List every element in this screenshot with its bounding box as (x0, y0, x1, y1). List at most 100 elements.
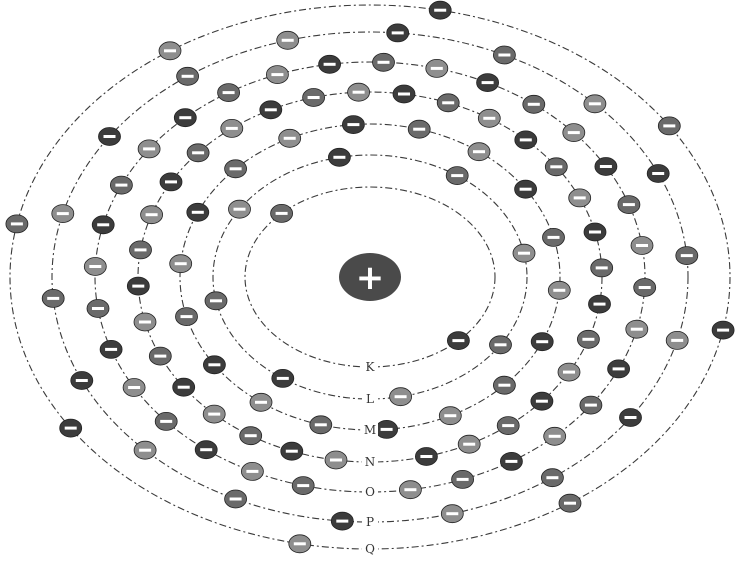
minus-sign-icon (463, 443, 475, 446)
electron-L-3 (272, 369, 294, 387)
minus-sign-icon (255, 401, 267, 404)
minus-sign-icon (546, 476, 558, 479)
electron-O-30 (595, 158, 617, 176)
electron-N-12 (203, 405, 225, 423)
minus-sign-icon (294, 542, 306, 545)
minus-sign-icon (76, 379, 88, 382)
electron-O-8 (399, 481, 421, 499)
minus-sign-icon (57, 212, 69, 215)
electron-N-28 (515, 131, 537, 149)
electron-Q-7 (429, 1, 451, 19)
electron-O-6 (500, 452, 522, 470)
electron-M-2 (531, 333, 553, 351)
minus-sign-icon (179, 116, 191, 119)
electron-P-18 (676, 247, 698, 265)
electron-O-11 (241, 462, 263, 480)
electron-O-3 (608, 360, 630, 378)
electron-N-5 (497, 417, 519, 435)
minus-sign-icon (520, 138, 532, 141)
electron-Q-4 (60, 419, 82, 437)
electron-Q-3 (289, 535, 311, 553)
electron-O-2 (626, 320, 648, 338)
electron-N-18 (141, 206, 163, 224)
electron-N-29 (545, 158, 567, 176)
electron-Q-5 (6, 215, 28, 233)
shell-label-P: P (366, 515, 374, 529)
electron-O-21 (174, 109, 196, 127)
minus-sign-icon (502, 424, 514, 427)
minus-sign-icon (623, 203, 635, 206)
minus-sign-icon (200, 448, 212, 451)
minus-sign-icon (192, 151, 204, 154)
electron-O-29 (563, 124, 585, 142)
minus-sign-icon (333, 156, 345, 159)
electron-P-12 (177, 67, 199, 85)
minus-sign-icon (115, 184, 127, 187)
electron-O-15 (100, 340, 122, 358)
electron-N-7 (415, 448, 437, 466)
minus-sign-icon (297, 484, 309, 487)
minus-sign-icon (392, 31, 404, 34)
electron-K-1 (447, 332, 469, 350)
electron-L-5 (229, 200, 251, 218)
minus-sign-icon (395, 395, 407, 398)
minus-sign-icon (135, 248, 147, 251)
minus-sign-icon (65, 427, 77, 430)
electron-M-13 (279, 129, 301, 147)
minus-sign-icon (596, 266, 608, 269)
minus-sign-icon (128, 386, 140, 389)
electron-M-18 (543, 228, 565, 246)
minus-sign-icon (284, 137, 296, 140)
minus-sign-icon (550, 165, 562, 168)
shell-label-O: O (365, 485, 375, 499)
minus-sign-icon (594, 303, 606, 306)
minus-sign-icon (568, 131, 580, 134)
minus-sign-icon (498, 54, 510, 57)
minus-sign-icon (505, 460, 517, 463)
minus-sign-icon (208, 363, 220, 366)
electron-O-19 (110, 176, 132, 194)
electron-N-13 (173, 378, 195, 396)
electron-N-14 (149, 347, 171, 365)
electron-M-9 (176, 308, 198, 326)
electron-M-6 (310, 416, 332, 434)
electron-M-3 (493, 376, 515, 394)
electron-O-5 (544, 427, 566, 445)
electron-O-28 (523, 95, 545, 113)
electron-L-8 (513, 244, 535, 262)
minus-sign-icon (315, 423, 327, 426)
electron-N-32 (591, 259, 613, 277)
minus-sign-icon (495, 343, 507, 346)
minus-sign-icon (246, 470, 258, 473)
minus-sign-icon (286, 450, 298, 453)
minus-sign-icon (282, 39, 294, 42)
electron-O-32 (631, 237, 653, 255)
electron-L-6 (328, 148, 350, 166)
minus-sign-icon (210, 299, 222, 302)
minus-sign-icon (143, 147, 155, 150)
minus-sign-icon (564, 502, 576, 505)
minus-sign-icon (413, 128, 425, 131)
electron-P-13 (277, 31, 299, 49)
minus-sign-icon (671, 339, 683, 342)
minus-sign-icon (582, 338, 594, 341)
electron-O-10 (292, 477, 314, 495)
minus-sign-icon (483, 117, 495, 120)
electron-N-22 (260, 101, 282, 119)
minus-sign-icon (589, 102, 601, 105)
minus-sign-icon (446, 512, 458, 515)
minus-sign-icon (553, 289, 565, 292)
electron-P-16 (584, 95, 606, 113)
electron-N-30 (569, 189, 591, 207)
electron-L-1 (490, 336, 512, 354)
electron-O-4 (580, 396, 602, 414)
minus-sign-icon (265, 108, 277, 111)
minus-sign-icon (536, 340, 548, 343)
electron-O-7 (452, 470, 474, 488)
minus-sign-icon (482, 81, 494, 84)
electron-P-1 (666, 331, 688, 349)
electron-M-16 (468, 143, 490, 161)
minus-sign-icon (600, 165, 612, 168)
electron-M-12 (225, 160, 247, 178)
electron-M-15 (408, 120, 430, 138)
